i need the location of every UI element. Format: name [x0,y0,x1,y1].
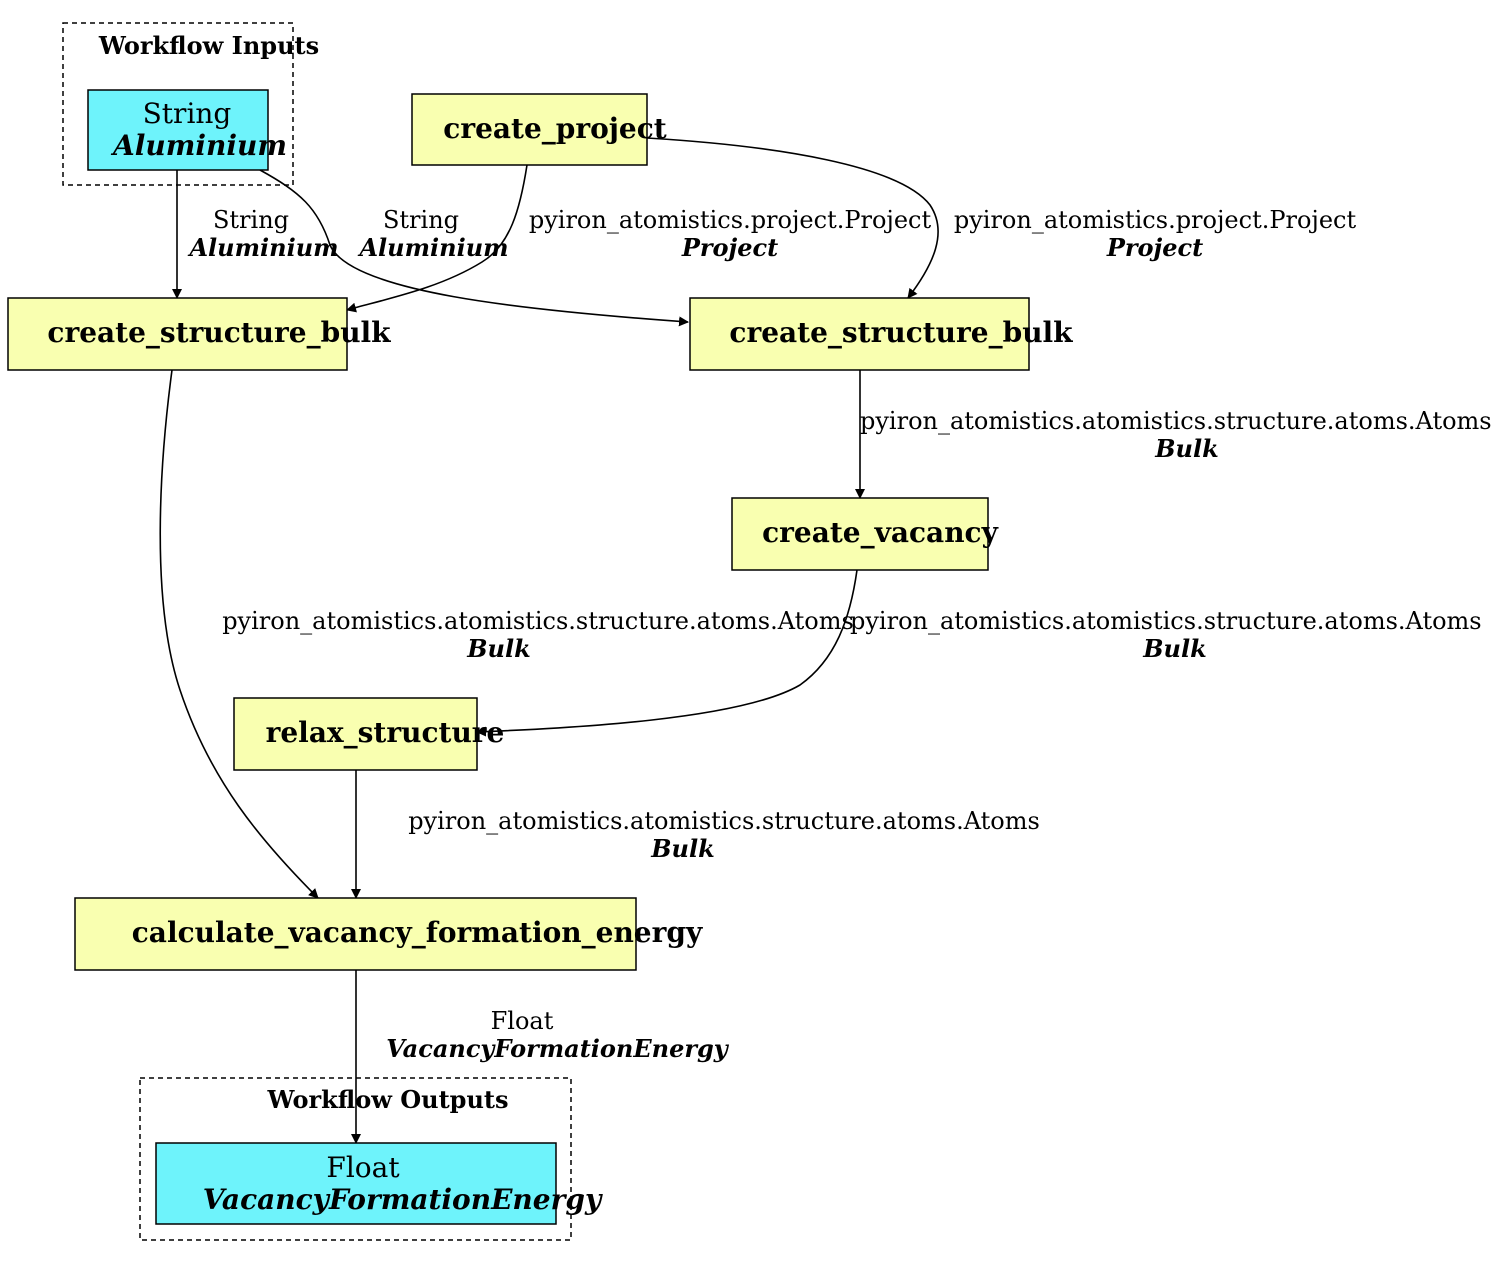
workflow-outputs-label: Workflow Outputs [266,1085,508,1114]
node-box [411,93,648,166]
input-node-aluminium[interactable]: String Aluminium [87,89,287,171]
node-calculate-vacancy-formation-energy[interactable]: calculate_vacancy_formation_energy [74,897,703,971]
edge-type-label: pyiron_atomistics.project.Project [529,206,932,234]
edge-name-label: Aluminium [357,233,508,262]
node-create-vacancy[interactable]: create_vacancy [731,497,999,571]
edge-name-label: Project [1106,233,1203,262]
input-node-box [87,89,269,171]
edge-vacancy-to-relax[interactable]: pyiron_atomistics.atomistics.structure.a… [476,569,1482,737]
edge-type-label: pyiron_atomistics.atomistics.structure.a… [860,407,1492,435]
node-label: relax_structure [266,716,505,749]
node-box [731,497,989,571]
workflow-inputs-label: Workflow Inputs [98,31,319,60]
node-create-structure-bulk-1[interactable]: create_structure_bulk [7,297,391,371]
input-node-type: String [143,97,232,130]
output-node-name: VacancyFormationEnergy [203,1183,603,1216]
workflow-outputs-cluster: Workflow Outputs [139,1077,572,1241]
edge-input-to-bulk2[interactable]: String Aluminium [259,169,689,327]
node-label: create_structure_bulk [729,316,1073,349]
edge-type-label: pyiron_atomistics.atomistics.structure.a… [222,607,854,635]
edge-calculate-to-output[interactable]: Float VacancyFormationEnergy [351,970,730,1144]
edge-name-label: VacancyFormationEnergy [386,1034,730,1063]
edge-name-label: Project [681,233,778,262]
node-label: create_vacancy [762,516,999,549]
edge-relax-to-calculate[interactable]: pyiron_atomistics.atomistics.structure.a… [351,770,1040,899]
edge-type-label: Float [491,1007,554,1035]
output-node-box [155,1142,557,1225]
node-create-project[interactable]: create_project [411,93,667,166]
edge-project-to-bulk1[interactable]: pyiron_atomistics.project.Project Projec… [346,164,932,313]
edge-name-label: Aluminium [187,233,338,262]
node-label: create_structure_bulk [47,316,391,349]
edge-name-label: Bulk [1154,434,1218,463]
edge-bulk1-to-calculate[interactable]: pyiron_atomistics.atomistics.structure.a… [159,369,854,899]
edge-type-label: String [213,206,289,234]
edge-bulk2-to-vacancy[interactable]: pyiron_atomistics.atomistics.structure.a… [855,370,1492,499]
edge-project-to-bulk2[interactable]: pyiron_atomistics.project.Project Projec… [646,137,1357,299]
edge-type-label: String [383,206,459,234]
edge-type-label: pyiron_atomistics.project.Project [954,206,1357,234]
edge-name-label: Bulk [466,634,530,663]
node-box [689,297,1030,371]
node-label: create_project [443,112,667,145]
edge-type-label: pyiron_atomistics.atomistics.structure.a… [850,607,1482,635]
edge-name-label: Bulk [650,834,714,863]
node-relax-structure[interactable]: relax_structure [233,697,505,771]
output-node-vacancy-formation-energy[interactable]: Float VacancyFormationEnergy [155,1142,603,1225]
node-label: calculate_vacancy_formation_energy [132,916,703,949]
node-create-structure-bulk-2[interactable]: create_structure_bulk [689,297,1073,371]
edge-type-label: pyiron_atomistics.atomistics.structure.a… [408,807,1040,835]
node-box [7,297,348,371]
edge-name-label: Bulk [1142,634,1206,663]
output-node-type: Float [326,1151,400,1184]
workflow-inputs-cluster: Workflow Inputs [62,22,319,186]
input-node-name: Aluminium [110,129,287,162]
node-box [233,697,478,771]
edge-input-to-bulk1[interactable]: String Aluminium [172,170,339,299]
node-box [74,897,637,971]
